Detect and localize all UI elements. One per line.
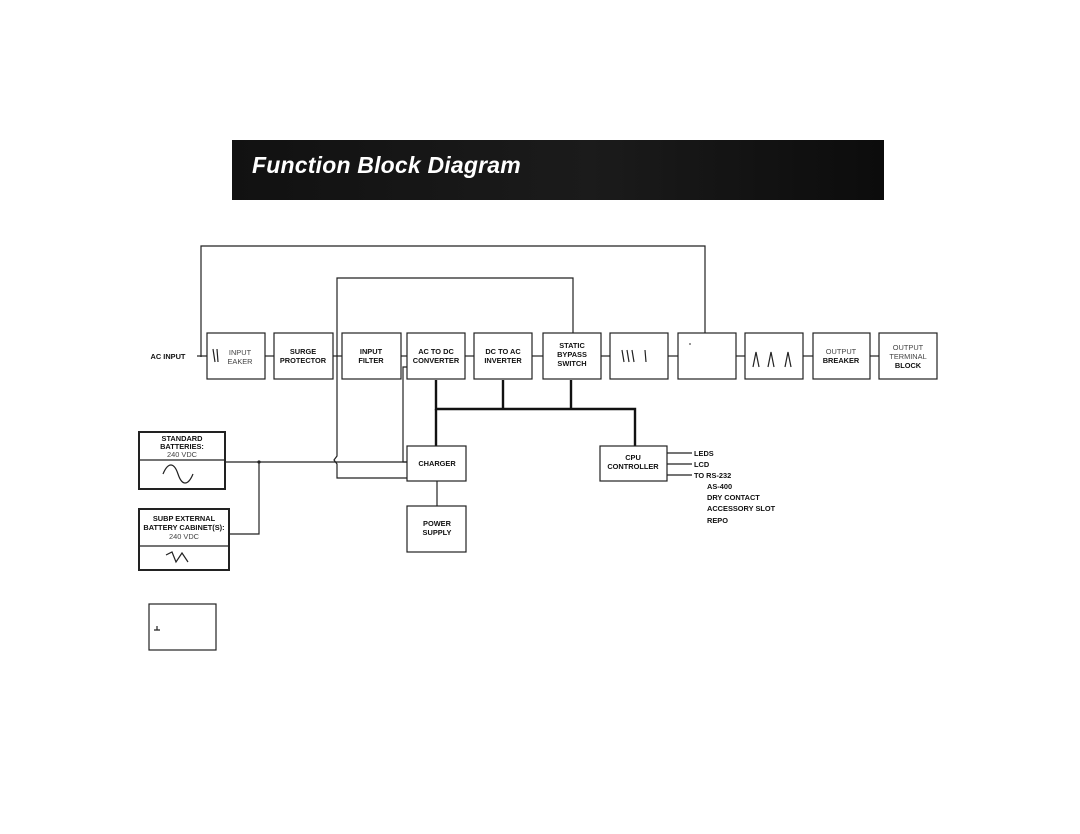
cpu-output-rs232: TO RS-232 [694,471,731,480]
dc-to-ac-label-2: INVERTER [484,356,522,365]
input-filter-label-2: FILTER [358,356,384,365]
charger-feedback-line [333,357,407,479]
input-breaker-label-1: INPUT [229,348,252,357]
empty-block-bottom-left [148,603,217,651]
output-terminal-label-3: BLOCK [895,361,922,370]
cpu-output-lcd: LCD [694,460,710,469]
surge-protector-label-1: SURGE [290,347,316,356]
subp-external-label-1: SUBP EXTERNAL [153,514,216,523]
subp-external-battery-block: SUBP EXTERNAL BATTERY CABINET(S): 240 VD… [138,508,230,571]
surge-protector-block: SURGE PROTECTOR [273,332,334,380]
input-filter-block: INPUT FILTER [341,332,402,380]
power-supply-label-2: SUPPLY [423,528,452,537]
static-bypass-label-2: BYPASS [557,350,587,359]
faded-block-1 [609,332,669,380]
dc-to-ac-label-1: DC TO AC [485,347,521,356]
cpu-output-as400: AS-400 [707,482,732,491]
junction-dot [257,460,261,464]
input-breaker-block: INPUT EAKER [206,332,266,380]
cpu-output-repo: REPO [707,516,728,525]
standard-batteries-label-1: STANDARD [162,434,204,443]
standard-batteries-label-3: 240 VDC [167,450,198,459]
bypass-second-line [336,277,574,357]
faded-block-3 [744,332,804,380]
output-breaker-label-2: BREAKER [823,356,860,365]
ac-to-dc-converter-block: AC TO DC CONVERTER [406,332,466,380]
subp-external-label-2: BATTERY CABINET(S): [143,523,224,532]
static-bypass-label-3: SWITCH [557,359,586,368]
dc-bus-line [434,380,637,446]
cpu-output-accessory-slot: ACCESSORY SLOT [707,504,776,513]
subp-external-label-3: 240 VDC [169,532,200,541]
cpu-controller-label-1: CPU [625,453,641,462]
ac-input-label: AC INPUT [151,352,186,361]
output-terminal-block: OUTPUT TERMINAL BLOCK [878,332,938,380]
faded-block-2 [677,332,737,380]
dc-to-ac-inverter-block: DC TO AC INVERTER [473,332,533,380]
surge-protector-label-2: PROTECTOR [280,356,327,365]
output-breaker-block: OUTPUT BREAKER [812,332,871,380]
cpu-controller-block: CPU CONTROLLER [599,445,668,482]
output-terminal-label-2: TERMINAL [889,352,926,361]
charger-block: CHARGER [406,445,467,482]
cpu-output-dry-contact: DRY CONTACT [707,493,760,502]
external-battery-line [229,462,260,535]
ac-to-dc-label-2: CONVERTER [413,356,460,365]
output-breaker-label-1: OUTPUT [826,347,857,356]
output-terminal-label-1: OUTPUT [893,343,924,352]
standard-batteries-block: STANDARD BATTERIES: 240 VDC [138,431,226,490]
title-banner: Function Block Diagram [232,140,884,200]
sine-wave-icon [162,464,194,484]
input-filter-label-1: INPUT [360,347,383,356]
standard-batteries-label-2: BATTERIES: [160,442,204,451]
power-supply-label-1: POWER [423,519,452,528]
cpu-output-leds: LEDS [694,449,714,458]
input-breaker-label-2: EAKER [227,357,252,366]
ac-to-dc-label-1: AC TO DC [418,347,454,356]
acdc-to-charger-line [402,366,407,463]
diagram-title: Function Block Diagram [252,152,521,178]
static-bypass-label-1: STATIC [559,341,585,350]
static-bypass-switch-block: STATIC BYPASS SWITCH [542,332,602,380]
bypass-top-line [200,245,706,357]
power-supply-block: POWER SUPPLY [406,505,467,553]
charger-label: CHARGER [418,459,456,468]
cpu-controller-label-2: CONTROLLER [607,462,659,471]
